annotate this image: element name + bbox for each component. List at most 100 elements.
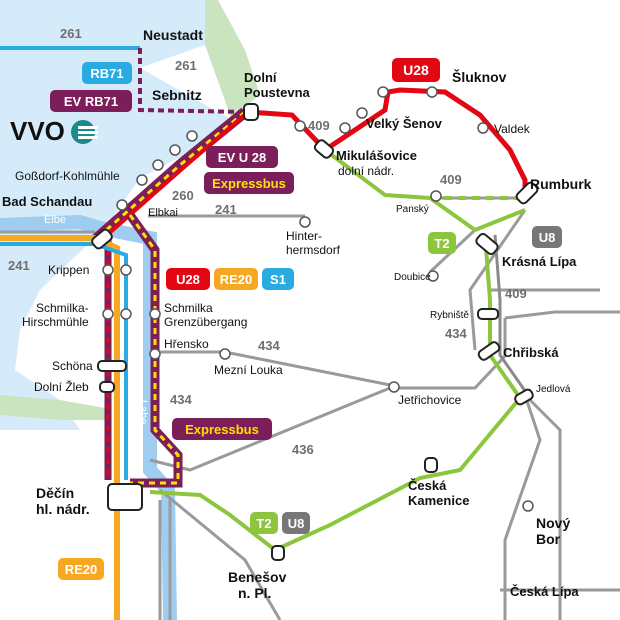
label-velky-senov: Velký Šenov [366,116,443,131]
label-sluknov: Šluknov [452,68,507,85]
label-mezni-louka: Mezní Louka [214,363,283,377]
badge-u28-top: U28 [392,58,440,82]
line-num-409a: 409 [308,118,330,133]
label-ceska-kamenice-2: Kamenice [408,493,469,508]
svg-text:RE20: RE20 [65,562,98,577]
badge-ev-u28: EV U 28 [206,146,278,168]
u28-red-line [247,87,528,195]
label-decin-1: Děčín [36,485,74,501]
label-valdek: Valdek [494,122,531,136]
label-jetrichovice: Jetřichovice [398,393,462,407]
badge-re20-bottom: RE20 [58,558,104,580]
label-gossdorf: Goßdorf-Kohlmühle [15,169,120,183]
line-num-409c: 409 [505,286,527,301]
label-dolni-poustevna-2: Poustevna [244,85,311,100]
svg-text:U28: U28 [403,62,429,78]
line-numbers: 261 261 409 409 409 260 241 241 434 434 … [8,26,527,457]
svg-text:S1: S1 [270,272,286,287]
svg-text:RB71: RB71 [90,66,123,81]
label-elbkai: Elbkai [148,207,178,219]
line-num-434b: 434 [170,392,192,407]
label-ceska-lipa: Česká Lípa [510,584,579,599]
badge-expressbus-2: Expressbus [172,418,272,440]
label-novy-bor-1: Nový [536,515,570,531]
line-num-241a: 241 [215,202,237,217]
label-jedlova: Jedlová [536,384,571,395]
badge-u8-right: U8 [532,226,562,248]
label-doubice: Doubice [394,272,431,283]
grey-bus-lines [0,46,620,620]
svg-text:T2: T2 [256,516,271,531]
label-sebnitz: Sebnitz [152,87,202,103]
label-hinterhermsdorf-2: hermsdorf [286,243,341,257]
label-dolni-zleb: Dolní Žleb [34,379,89,394]
label-dolni-poustevna-1: Dolní [244,70,277,85]
label-bad-schandau: Bad Schandau [2,194,92,209]
label-schmilka-grenz-1: Schmilka [164,301,213,315]
line-num-434a: 434 [258,338,280,353]
label-krippen: Krippen [48,263,89,277]
label-rybniste: Rybniště [430,310,469,321]
label-benesov-1: Benešov [228,569,287,585]
line-num-241b: 241 [8,258,30,273]
label-hrensko: Hřensko [164,337,209,351]
station-labels: Neustadt Sebnitz Dolní Poustevna Šluknov… [2,27,592,601]
badge-re20-left: RE20 [214,268,258,290]
vvo-logo: VVO [10,116,65,146]
badge-rb71: RB71 [82,62,132,84]
line-num-436: 436 [292,442,314,457]
expressbus-south-yellow [128,214,180,485]
svg-text:U8: U8 [288,516,305,531]
label-ceska-kamenice-1: Česká [408,478,447,493]
label-schmilka-grenz-2: Grenzübergang [164,315,247,329]
badge-u28-left: U28 [166,268,210,290]
svg-text:EV U 28: EV U 28 [218,150,266,165]
line-num-261b: 261 [175,58,197,73]
line-num-434c: 434 [445,326,467,341]
line-num-261a: 261 [60,26,82,41]
stop-markers [102,86,534,512]
label-schmilka-hirsch-2: Hirschmühle [22,315,89,329]
label-novy-bor-2: Bor [536,531,561,547]
svg-text:U28: U28 [176,272,200,287]
station-markers [91,103,539,561]
label-mikulasovice-1: Mikulášovice [336,148,417,163]
label-hinterhermsdorf-1: Hinter- [286,229,322,243]
label-schmilka-hirsch-1: Schmilka- [36,301,89,315]
elbe-label: Elbe [44,214,66,226]
labe-label: Labe [137,400,149,424]
label-neustadt: Neustadt [143,27,203,43]
label-decin-2: hl. nádr. [36,501,90,517]
badge-expressbus-1: Expressbus [204,172,294,194]
north-region [218,0,620,170]
u28-diagonal [96,110,250,245]
svg-text:U8: U8 [539,230,556,245]
svg-text:EV RB71: EV RB71 [64,94,118,109]
label-schona: Schöna [52,359,93,373]
label-rumburk: Rumburk [530,176,592,192]
badge-t2-bottom: T2 [250,512,278,534]
green-t2-line [149,148,530,553]
expressbus-diagonal-yellow [94,110,246,242]
vvo-logo-icon [71,120,98,144]
border-strip-south [0,395,108,420]
badge-u8-bottom: U8 [282,512,310,534]
label-krasna-lipa: Krásná Lípa [502,254,577,269]
svg-text:Expressbus: Expressbus [185,422,259,437]
label-mikulasovice-2: dolní nádr. [338,164,394,178]
line-num-409b: 409 [440,172,462,187]
label-pansky: Panský [396,204,429,215]
badge-ev-rb71: EV RB71 [50,90,132,112]
badge-t2-right: T2 [428,232,456,254]
label-benesov-2: n. Pl. [238,585,271,601]
svg-text:T2: T2 [434,236,449,251]
svg-text:Expressbus: Expressbus [212,176,286,191]
ev-rb71-line [138,48,246,114]
line-num-260: 260 [172,188,194,203]
u8-line [493,234,532,399]
svg-text:RE20: RE20 [220,272,253,287]
label-chribska: Chřibská [503,345,559,360]
badge-s1: S1 [262,268,294,290]
